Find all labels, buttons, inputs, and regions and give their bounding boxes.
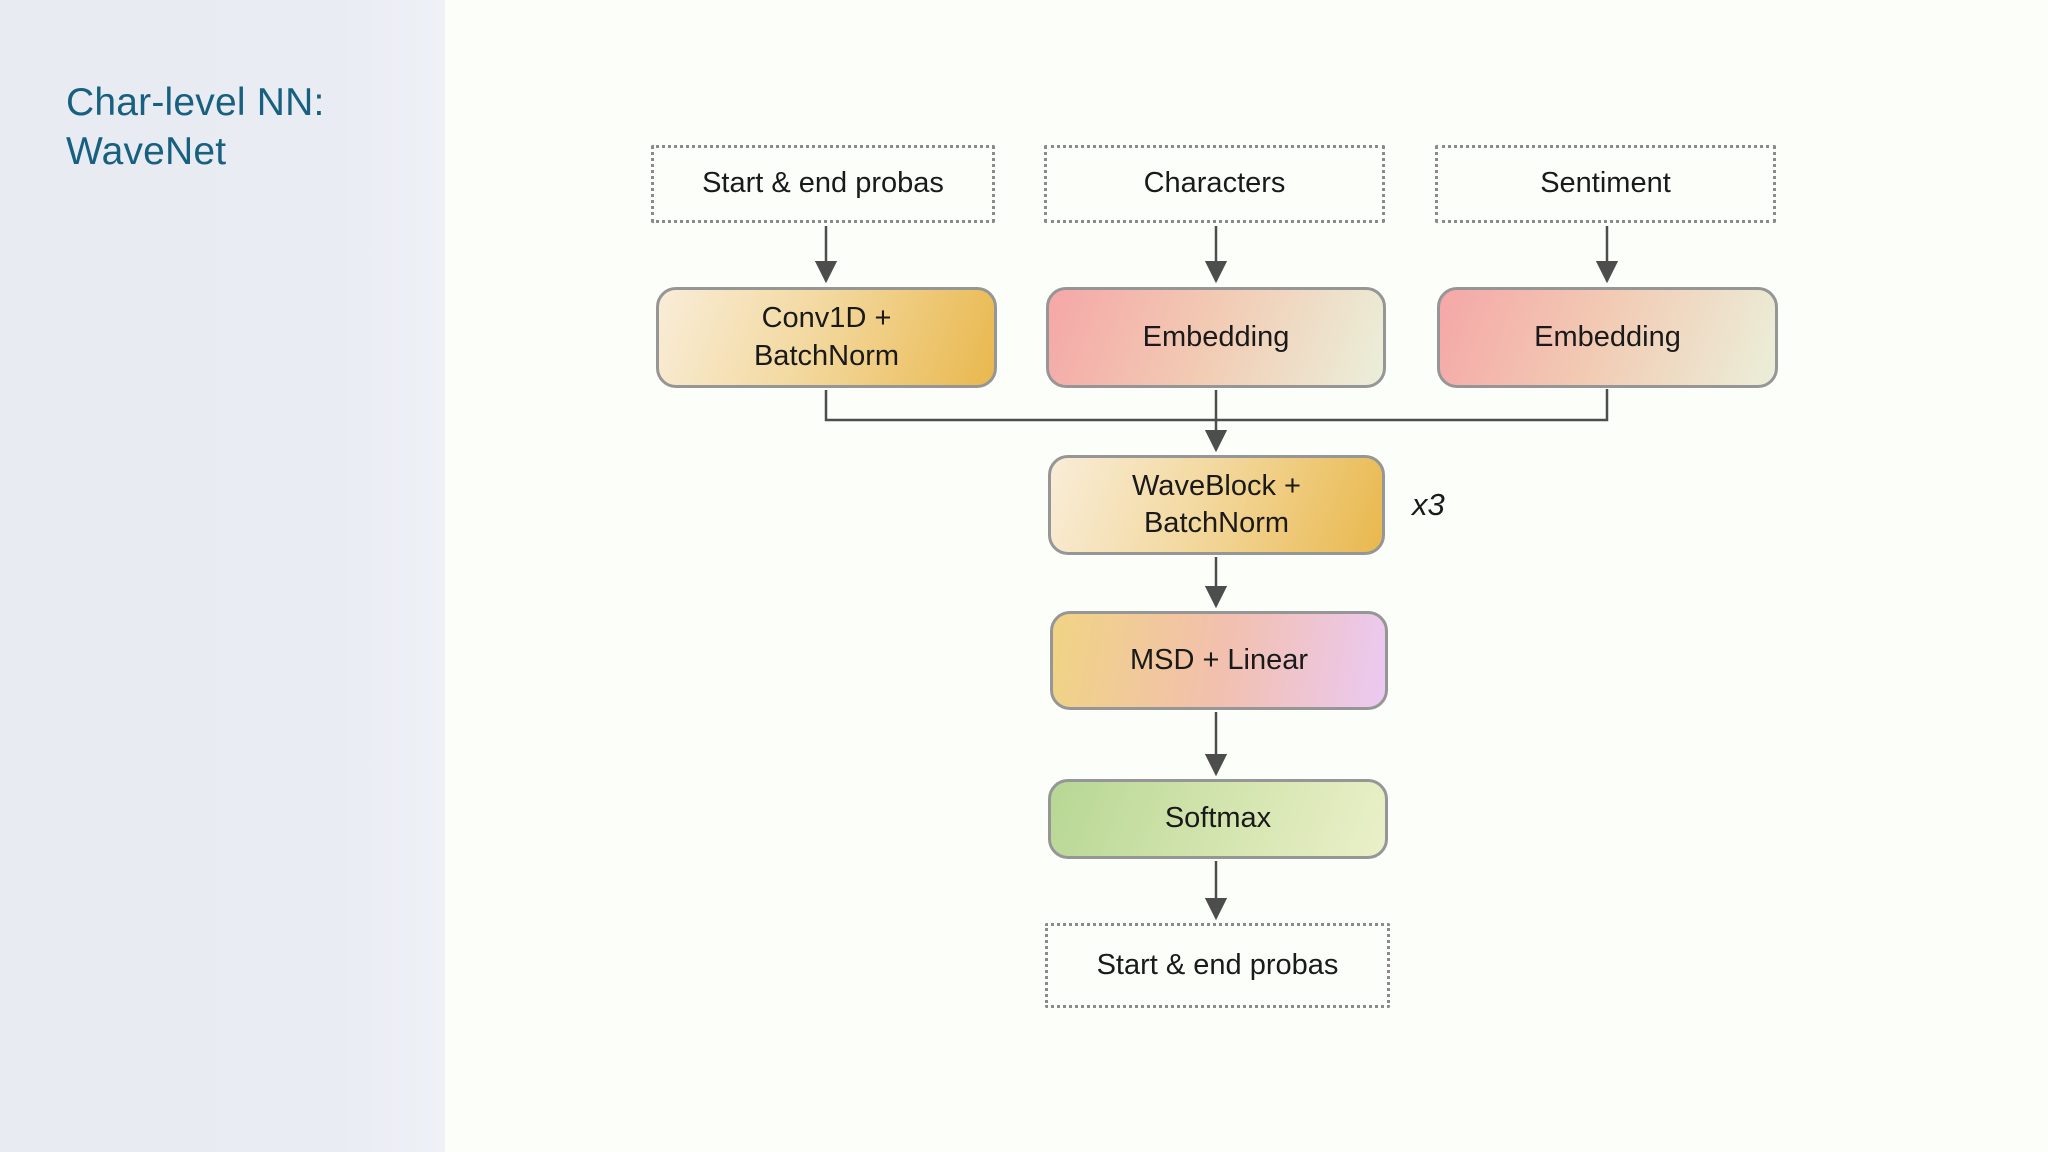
input-box-characters: Characters: [1044, 145, 1385, 223]
block-label: Softmax: [1164, 802, 1272, 835]
block-label: WaveBlock + BatchNorm: [1132, 469, 1301, 539]
block-embedding-characters: Embedding: [1046, 287, 1386, 388]
block-msd-linear: MSD + Linear: [1050, 611, 1388, 710]
block-label: Embedding: [1534, 320, 1681, 353]
input-box-label: Sentiment: [1540, 167, 1671, 200]
block-waveblock-batchnorm: WaveBlock + BatchNorm: [1048, 455, 1385, 555]
input-box-sentiment: Sentiment: [1435, 145, 1776, 223]
waveblock-repeat-label: x3: [1412, 487, 1445, 522]
block-conv1d-batchnorm: Conv1D + BatchNorm: [656, 287, 997, 388]
output-box-label: Start & end probas: [1096, 948, 1339, 981]
output-box-start-end-probas: Start & end probas: [1045, 923, 1390, 1008]
block-label: Embedding: [1142, 320, 1290, 353]
input-box-label: Start & end probas: [702, 167, 944, 200]
block-label: MSD + Linear: [1129, 643, 1309, 676]
slide-title: Char-level NN: WaveNet: [66, 81, 325, 174]
sidebar-panel: Char-level NN: WaveNet: [0, 0, 445, 1152]
block-softmax: Softmax: [1048, 779, 1388, 859]
merge-connector: [824, 389, 1609, 422]
input-box-label: Characters: [1143, 167, 1286, 200]
input-box-start-end-probas: Start & end probas: [651, 145, 995, 223]
block-label: Conv1D + BatchNorm: [753, 302, 900, 372]
block-embedding-sentiment: Embedding: [1437, 287, 1778, 388]
